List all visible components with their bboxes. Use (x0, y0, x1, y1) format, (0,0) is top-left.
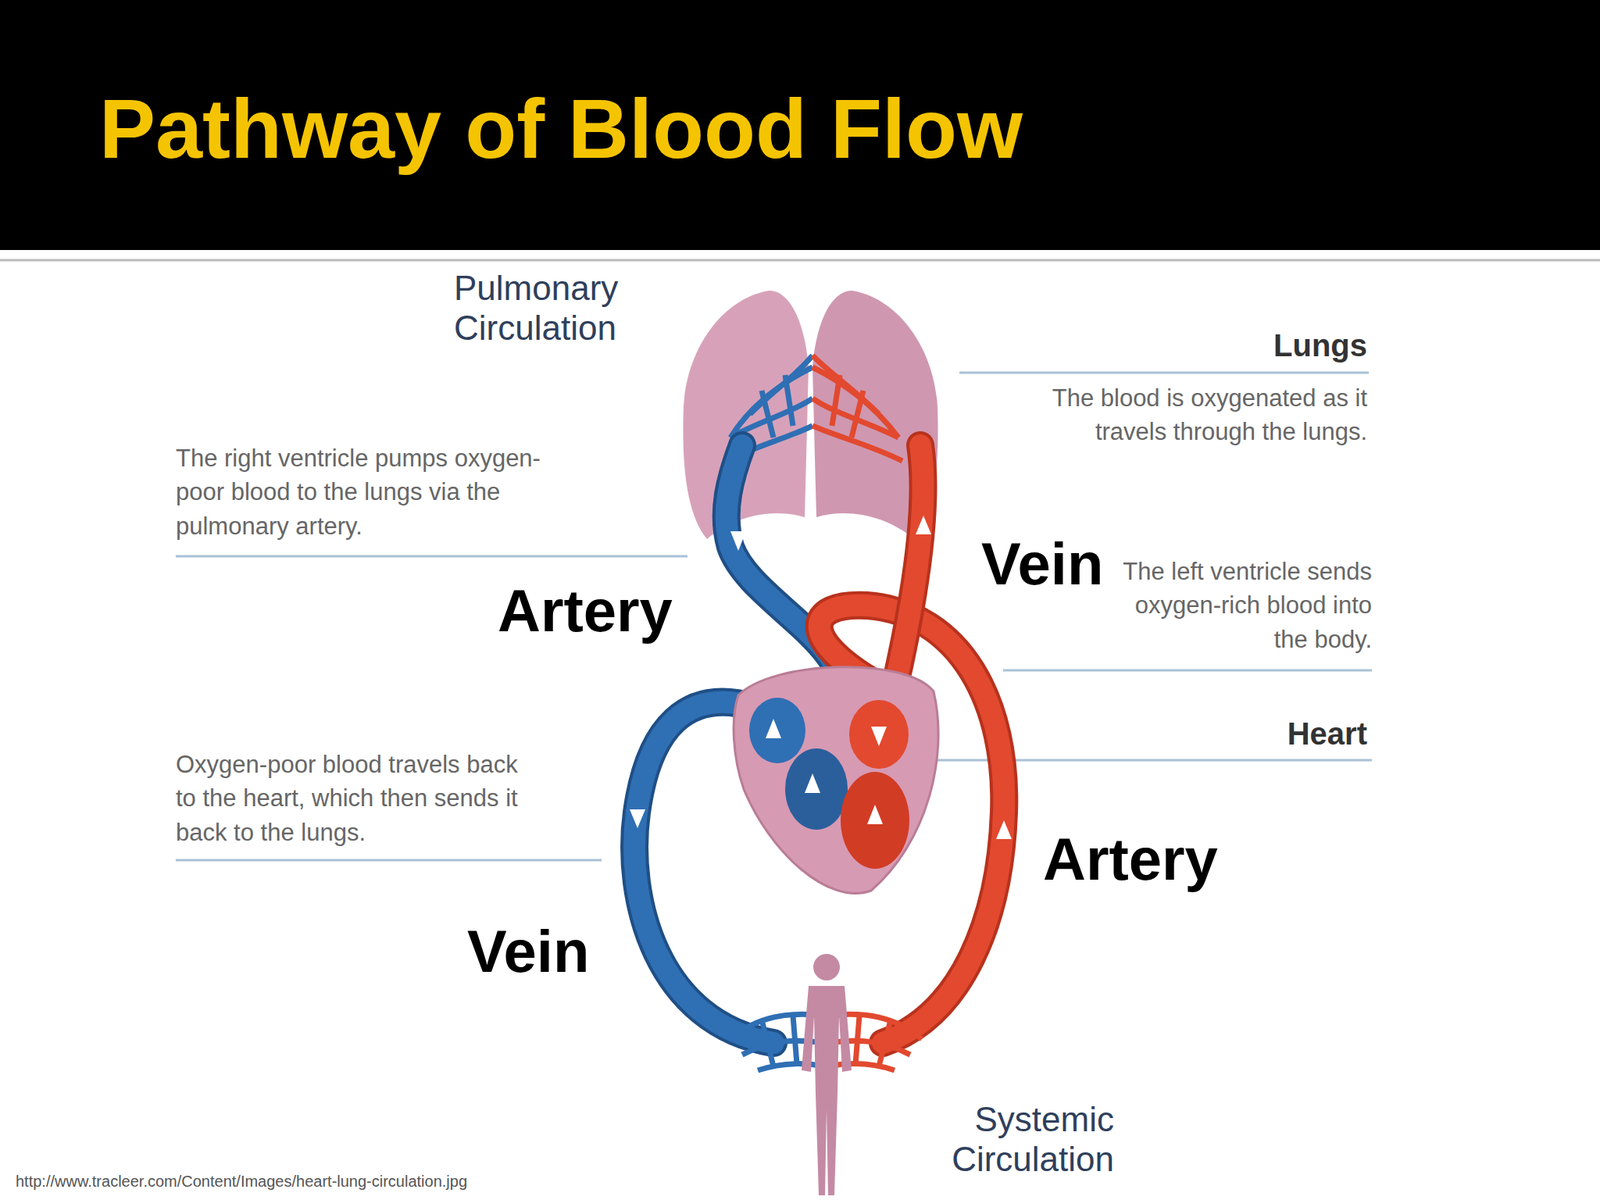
vessel-label: Vein (467, 918, 655, 985)
blood-vessels (634, 445, 1004, 1043)
section-heading: Pulmonary Circulation (453, 268, 665, 348)
note-text: Oxygen-poor blood travels back to the he… (175, 747, 543, 850)
vessel-label: Artery (1042, 826, 1262, 893)
divider-line (0, 259, 1600, 262)
body-figure (801, 953, 852, 1196)
part-name: Heart (1132, 714, 1368, 753)
heart-illustration (629, 515, 1012, 893)
section-heading: Systemic Circulation (885, 1100, 1115, 1179)
note-text: The blood is oxygenated as it travels th… (1007, 381, 1368, 450)
part-name: Lungs (1132, 326, 1368, 365)
slide-title: Pathway of Blood Flow (99, 78, 1506, 180)
note-text: The left ventricle sends oxygen-rich blo… (1106, 554, 1372, 657)
source-url: http://www.tracleer.com/Content/Images/h… (15, 1171, 719, 1191)
note-text: The right ventricle pumps oxygen-poor bl… (175, 441, 567, 543)
vessel-label: Artery (497, 578, 717, 644)
